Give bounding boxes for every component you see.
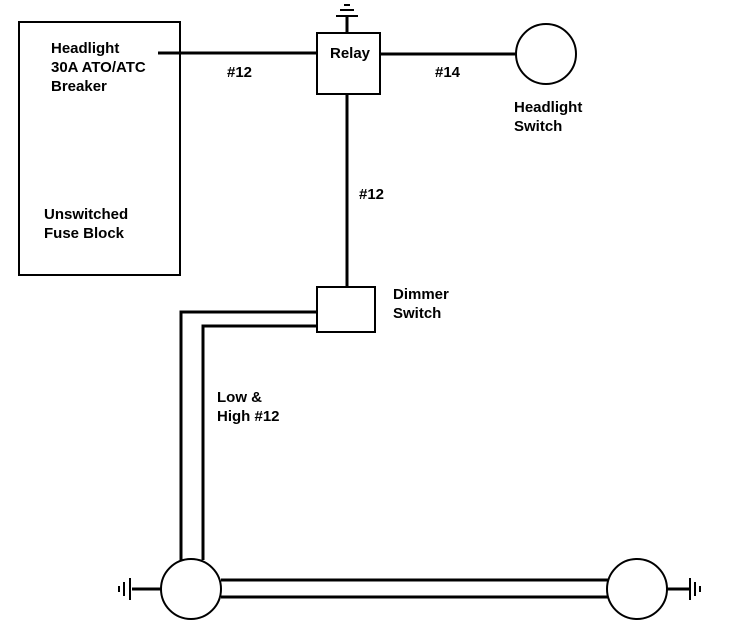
fuse-block-breaker-line3: Breaker	[51, 78, 107, 95]
fuse-block	[18, 21, 181, 276]
relay-label: Relay	[330, 45, 371, 62]
dimmer-switch-label-line1: Dimmer	[393, 286, 449, 303]
fuse-block-name-line1: Unswitched	[44, 206, 128, 223]
fuse-block-breaker-line2: 30A ATO/ATC	[51, 59, 146, 76]
fuse-block-name-line2: Fuse Block	[44, 225, 125, 242]
wire-low-high-label-line1: Low &	[217, 389, 262, 406]
fuse-block-breaker-line1: Headlight	[51, 40, 119, 57]
wire-fuse-to-relay-label: #12	[227, 64, 252, 81]
right-headlight	[606, 558, 668, 620]
left-headlight	[160, 558, 222, 620]
relay-box	[316, 32, 381, 95]
headlight-switch-label-line2: Switch	[514, 118, 562, 135]
wire-low-high	[179, 310, 317, 560]
headlight-switch	[515, 23, 577, 85]
right-ground-icon	[667, 578, 701, 600]
dimmer-switch-box	[316, 286, 376, 333]
dimmer-switch-label-line2: Switch	[393, 305, 441, 322]
headlight-switch-label-line1: Headlight	[514, 99, 582, 116]
wire-relay-to-switch-label: #14	[435, 64, 461, 81]
relay-ground-icon	[336, 4, 358, 33]
wire-relay-to-dimmer-label: #12	[359, 186, 384, 203]
left-ground-icon	[118, 578, 161, 600]
wire-headlight-link	[221, 578, 609, 599]
wire-low-high-label-line2: High #12	[217, 408, 280, 425]
